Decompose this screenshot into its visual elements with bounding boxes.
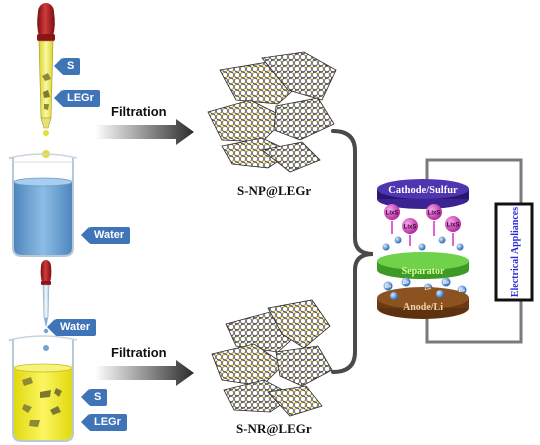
lithium-ions-upper — [382, 236, 464, 251]
electrical-appliance-box — [494, 202, 534, 302]
filtration-arrow-bottom — [95, 360, 194, 386]
legr-tag-top: LEGr — [54, 90, 100, 107]
merge-brace — [331, 129, 374, 374]
anode-label: Anode/Li — [403, 302, 443, 313]
bottom-beaker — [8, 335, 78, 442]
top-dropper — [37, 3, 55, 158]
cathode-label: Cathode/Sulfur — [388, 185, 458, 196]
polysulfide-label-1: LixS — [404, 225, 417, 231]
external-circuit — [425, 158, 534, 344]
s-nr-legr-flakes — [211, 299, 333, 417]
polysulfide-label-0: LixS — [386, 211, 399, 217]
filtration-label-top: Filtration — [111, 104, 167, 119]
filtration-label-bottom: Filtration — [111, 345, 167, 360]
appliance-label: Electrical Appliances — [510, 207, 521, 297]
legr-tag-bottom: LEGr — [81, 414, 127, 431]
water-tag-bottom: Water — [46, 319, 97, 336]
top-beaker — [8, 153, 78, 257]
product-label-bottom: S-NR@LEGr — [236, 421, 312, 436]
product-label-top: S-NP@LEGr — [237, 183, 312, 198]
lithium-ion-label-3: Li+ — [443, 280, 450, 285]
polysulfide-label-3: LixS — [447, 223, 460, 229]
filtration-arrow-top — [95, 119, 194, 145]
separator-disk — [377, 252, 469, 279]
lithium-ion-label-4: Li+ — [459, 288, 466, 293]
cathode-disk — [377, 179, 469, 209]
lithium-ion-label-2: Li+ — [425, 286, 432, 291]
separator-label: Separator — [402, 266, 445, 277]
polysulfide-label-2: LixS — [428, 211, 441, 217]
lithium-ion-label-0: Li+ — [385, 284, 392, 289]
s-np-legr-flakes — [207, 51, 337, 173]
s-tag-top: S — [53, 58, 81, 75]
bottom-dropper — [40, 260, 52, 351]
s-tag-bottom: S — [80, 389, 108, 406]
polysulfide-group — [384, 204, 461, 246]
lithium-ion-label-1: Li+ — [403, 280, 410, 285]
anode-disk — [377, 287, 469, 319]
water-tag-top: Water — [80, 227, 131, 244]
